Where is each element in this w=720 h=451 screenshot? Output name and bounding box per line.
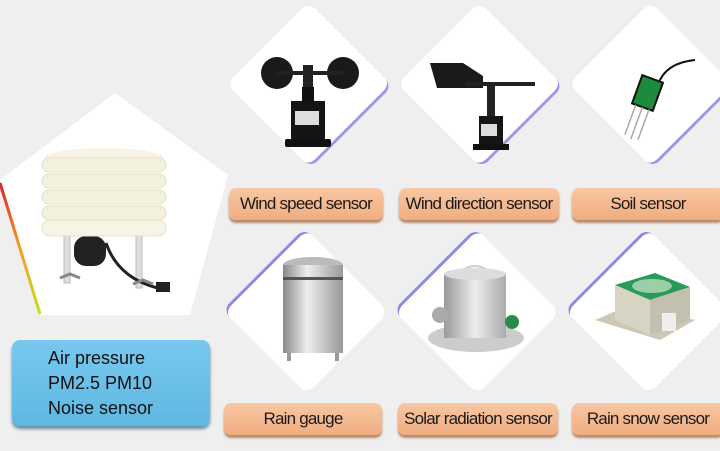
product-label-wind-direction: Wind direction sensor	[399, 188, 559, 220]
product-label-rain-snow: Rain snow sensor	[572, 403, 720, 435]
main-product-line: PM2.5 PM10	[48, 373, 153, 393]
rain-gauge-icon	[283, 257, 343, 361]
wind-vane-icon	[430, 63, 535, 150]
soil-probe-icon	[624, 59, 696, 140]
main-product-line: Noise sensor	[48, 398, 154, 418]
anemometer-icon	[261, 57, 359, 147]
rain-snow-box-icon	[595, 273, 695, 340]
main-product-label: Air pressure PM2.5 PM10 Noise sensor	[12, 340, 210, 426]
product-label-solar-radiation: Solar radiation sensor	[398, 403, 558, 435]
main-product-line: Air pressure	[48, 348, 146, 368]
product-label-rain-gauge: Rain gauge	[224, 403, 382, 435]
product-label-wind-speed: Wind speed sensor	[229, 188, 383, 220]
product-label-soil: Soil sensor	[572, 188, 720, 220]
pyranometer-icon	[428, 265, 524, 352]
louvered-shield-sensor-icon	[38, 148, 188, 298]
